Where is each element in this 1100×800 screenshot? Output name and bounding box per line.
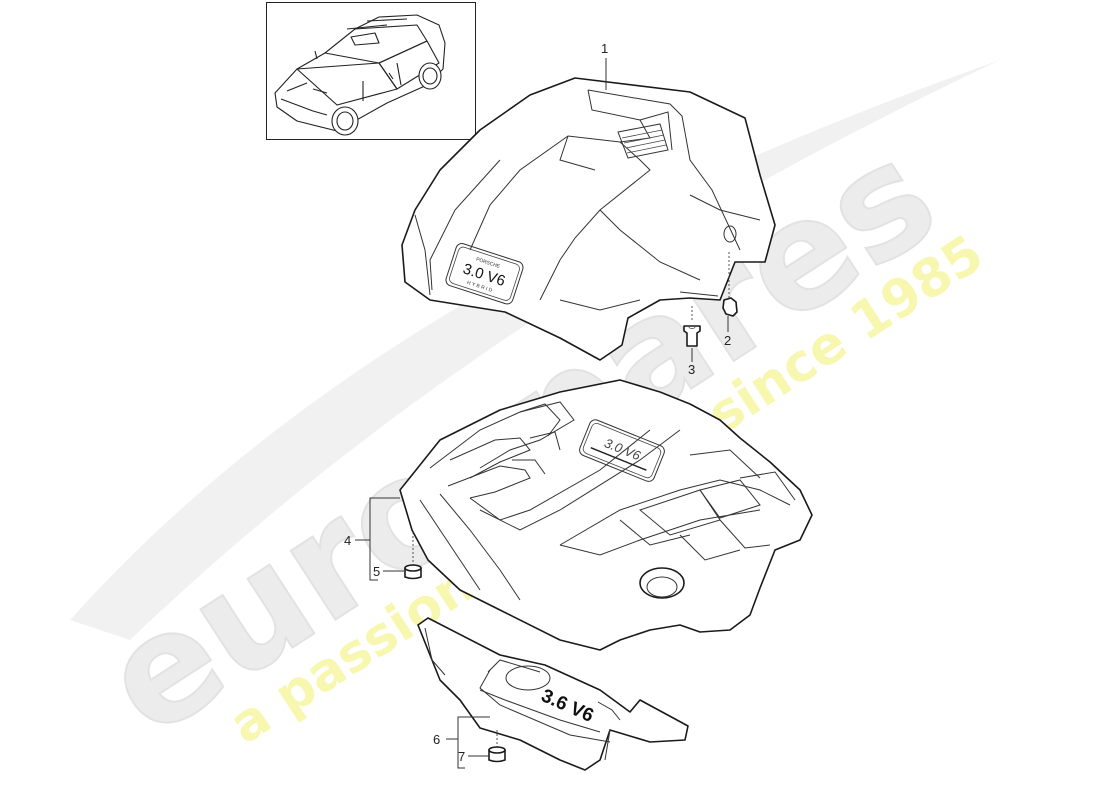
- callout-7[interactable]: 7: [458, 749, 466, 764]
- vehicle-thumbnail: [266, 2, 476, 140]
- callout-1[interactable]: 1: [601, 41, 609, 56]
- callout-3[interactable]: 3: [688, 362, 696, 377]
- part-3-grommet[interactable]: [683, 306, 701, 362]
- part-6-engine-cover-trim[interactable]: 3.6 V6: [417, 617, 689, 771]
- part-5-grommet[interactable]: [404, 532, 422, 580]
- callout-5[interactable]: 5: [373, 564, 381, 579]
- part-4-engine-cover-assembly[interactable]: 3.0 V6: [399, 379, 813, 651]
- car-icon: [274, 14, 446, 136]
- callout-6[interactable]: 6: [433, 732, 441, 747]
- part-7-grommet[interactable]: [488, 730, 506, 763]
- part-1-upper-engine-cover[interactable]: PORSCHE 3.0 V6 HYBRID: [401, 77, 776, 361]
- air-intake-grille: [617, 123, 669, 159]
- callout-2[interactable]: 2: [724, 333, 732, 348]
- part-2-clip[interactable]: [722, 252, 738, 332]
- callout-4[interactable]: 4: [344, 533, 352, 548]
